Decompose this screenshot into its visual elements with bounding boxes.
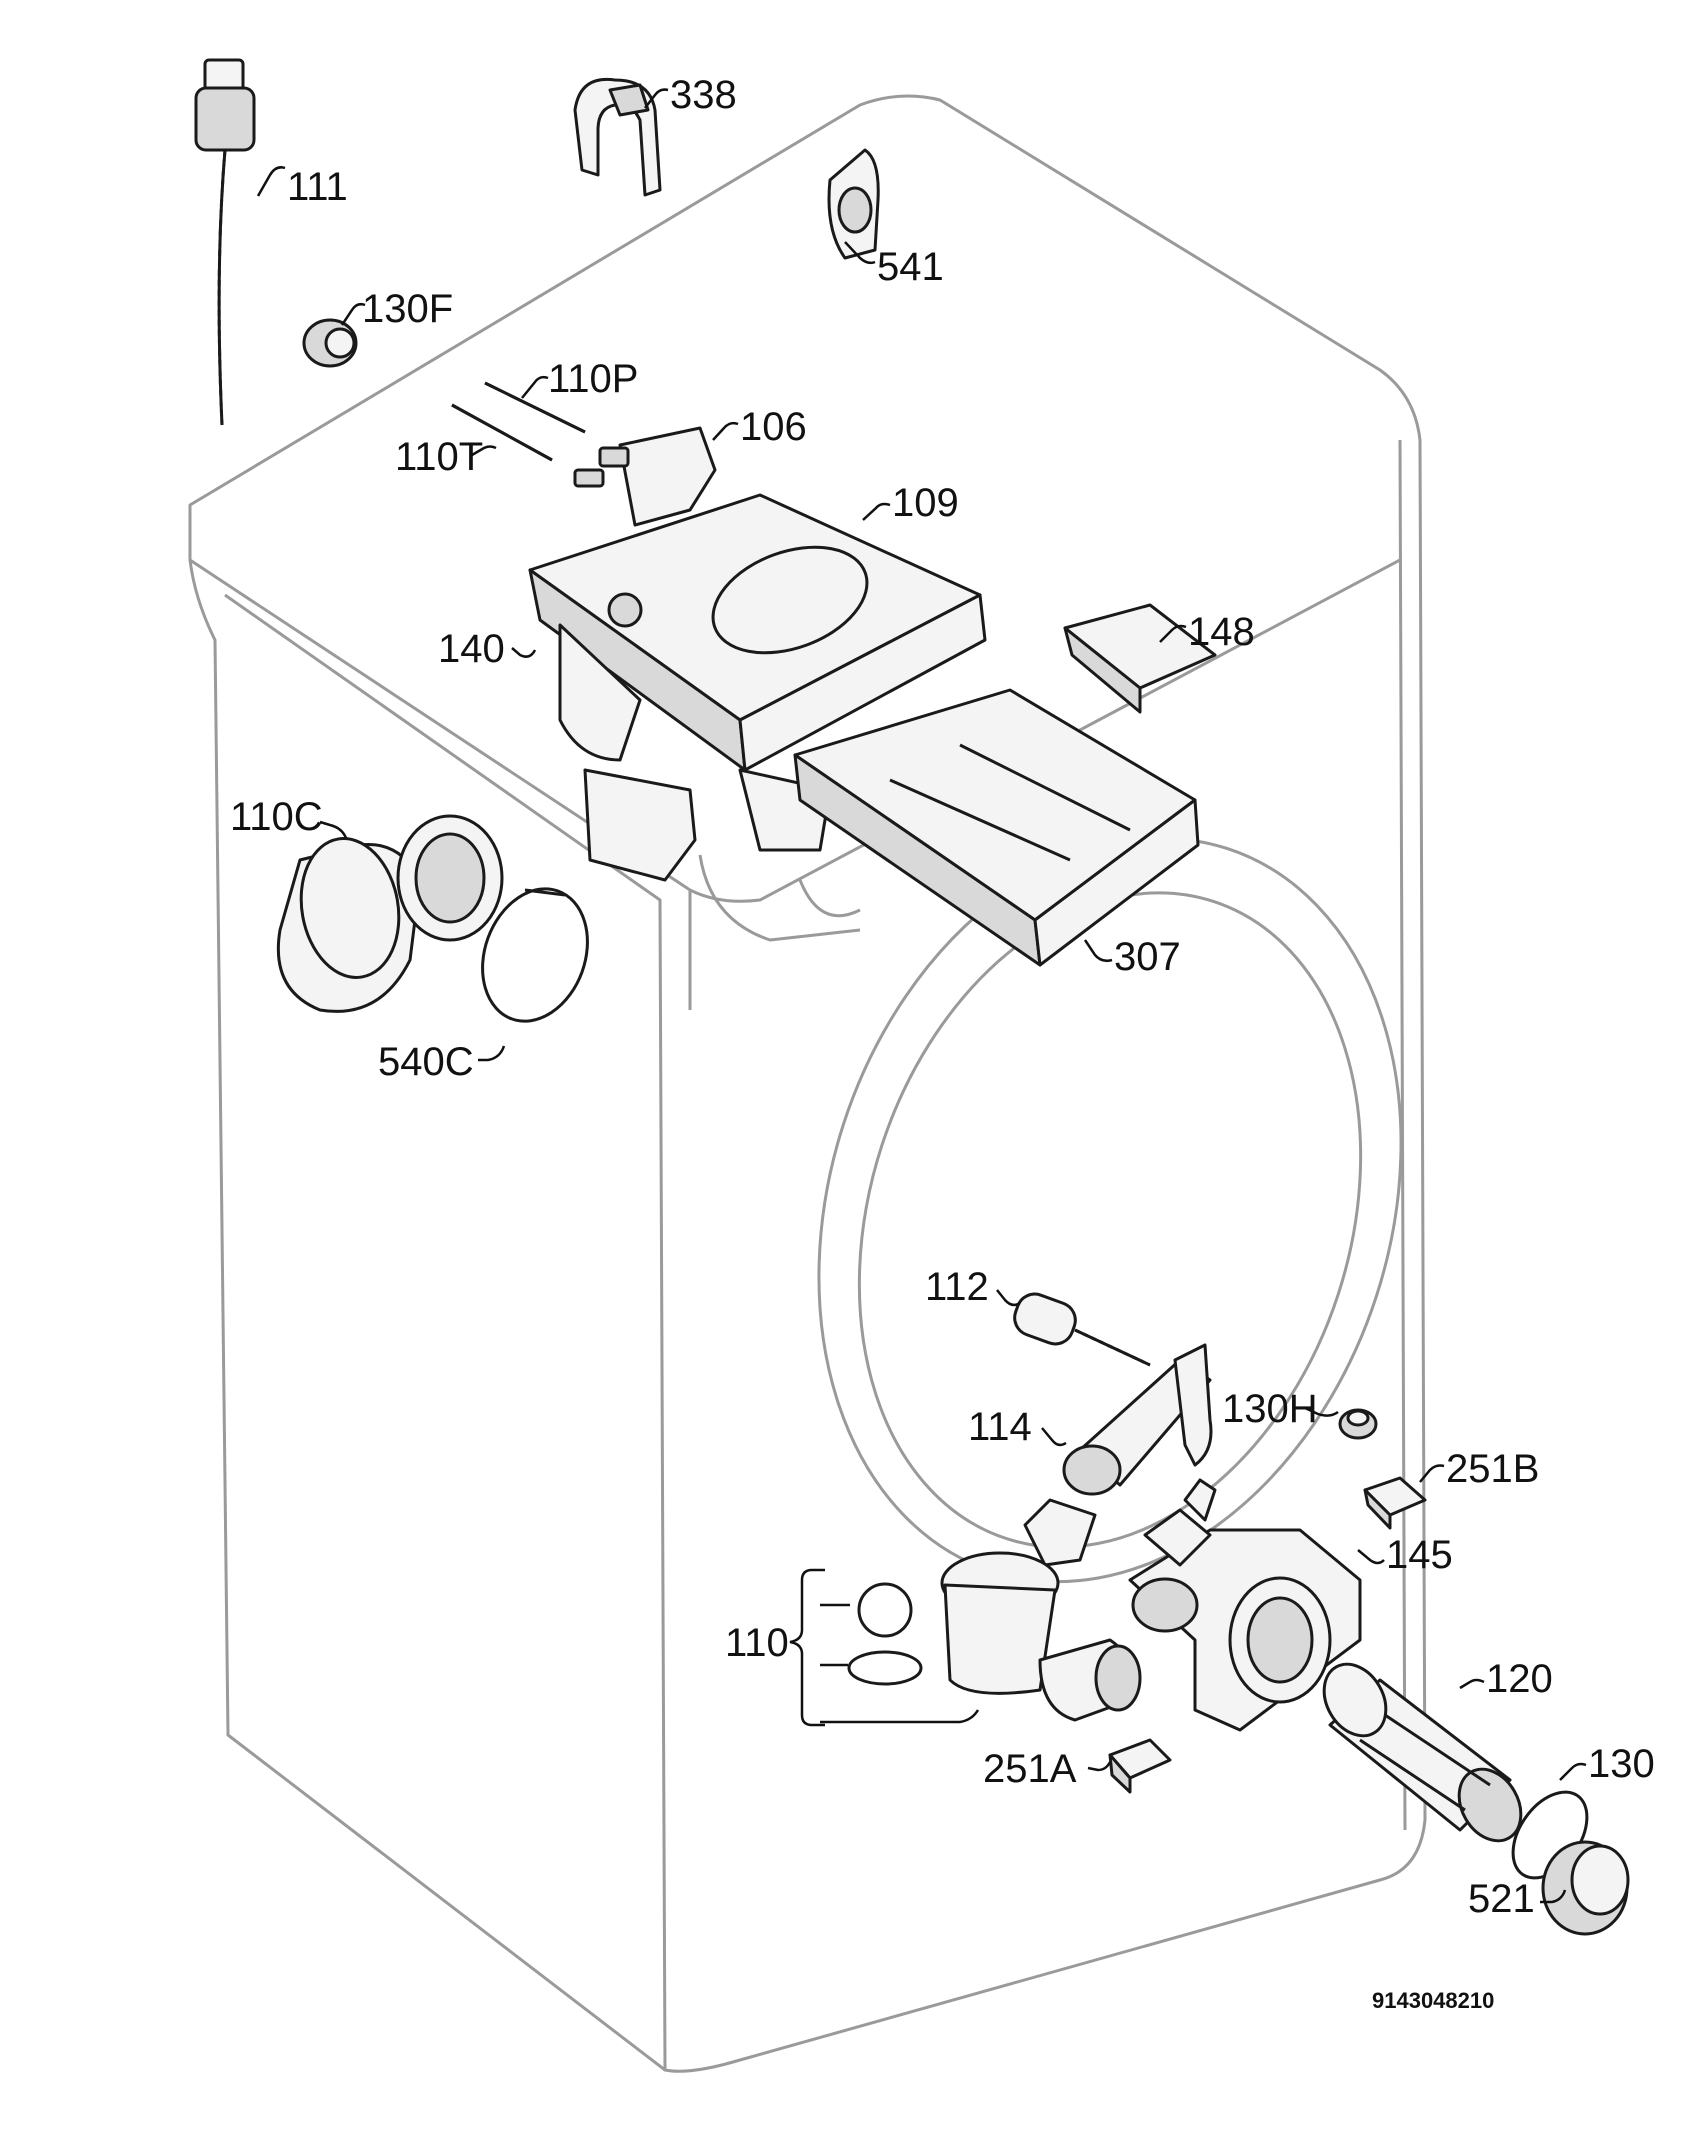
bellows-hose-part-110C bbox=[276, 814, 504, 1013]
label-112: 112 bbox=[925, 1265, 989, 1309]
label-110P: 110P bbox=[548, 357, 638, 401]
label-130H: 130H bbox=[1222, 1387, 1318, 1431]
filter-part-120 bbox=[1322, 1662, 1523, 1843]
label-109: 109 bbox=[892, 481, 959, 525]
label-148: 148 bbox=[1188, 610, 1255, 654]
leader-lines bbox=[256, 88, 1587, 1904]
tubes-part-110P-110T bbox=[451, 381, 586, 462]
label-338: 338 bbox=[670, 73, 737, 117]
label-106: 106 bbox=[740, 405, 807, 449]
pump-housing-part-145 bbox=[1128, 1478, 1362, 1732]
part-labels: 111 338 541 130F 110P 110T 106 109 140 1… bbox=[230, 73, 1655, 2013]
drain-hose-part-112-114 bbox=[1013, 1292, 1213, 1496]
label-145: 145 bbox=[1386, 1533, 1453, 1577]
label-251A: 251A bbox=[983, 1747, 1077, 1791]
inlet-hose-part-111 bbox=[194, 58, 256, 426]
plug-part-130F bbox=[302, 318, 358, 368]
hose-bracket-part-338 bbox=[573, 77, 662, 197]
valve-part-106 bbox=[573, 426, 717, 527]
cabinet-outline bbox=[188, 94, 1427, 2073]
label-521: 521 bbox=[1468, 1877, 1535, 1921]
dispenser-housing-part-109-140 bbox=[528, 493, 987, 882]
clip-part-251B bbox=[1363, 1476, 1427, 1530]
label-110T: 110T bbox=[395, 435, 483, 479]
plug-part-130H bbox=[1338, 1408, 1378, 1440]
drawing-number: 9143048210 bbox=[1372, 1988, 1494, 2013]
sump-hose-part-110 bbox=[847, 1498, 1142, 1722]
label-130F: 130F bbox=[362, 287, 453, 331]
filter-cap-part-521 bbox=[1541, 1840, 1630, 1936]
clamp-ring-part-540C bbox=[481, 887, 589, 1023]
label-307: 307 bbox=[1114, 935, 1181, 979]
label-130: 130 bbox=[1588, 1742, 1655, 1786]
label-251B: 251B bbox=[1446, 1447, 1539, 1491]
label-111: 111 bbox=[287, 165, 348, 209]
label-541: 541 bbox=[877, 245, 944, 289]
label-120: 120 bbox=[1486, 1657, 1553, 1701]
cover-part-148 bbox=[1063, 603, 1217, 714]
detergent-drawer-part-307 bbox=[793, 688, 1200, 967]
label-140: 140 bbox=[438, 627, 505, 671]
label-540C: 540C bbox=[378, 1040, 474, 1084]
clip-part-251A bbox=[1108, 1738, 1172, 1794]
bracket-part-541 bbox=[827, 148, 880, 260]
label-110C: 110C bbox=[230, 795, 323, 839]
label-114: 114 bbox=[968, 1405, 1032, 1449]
label-110: 110 bbox=[725, 1621, 789, 1665]
